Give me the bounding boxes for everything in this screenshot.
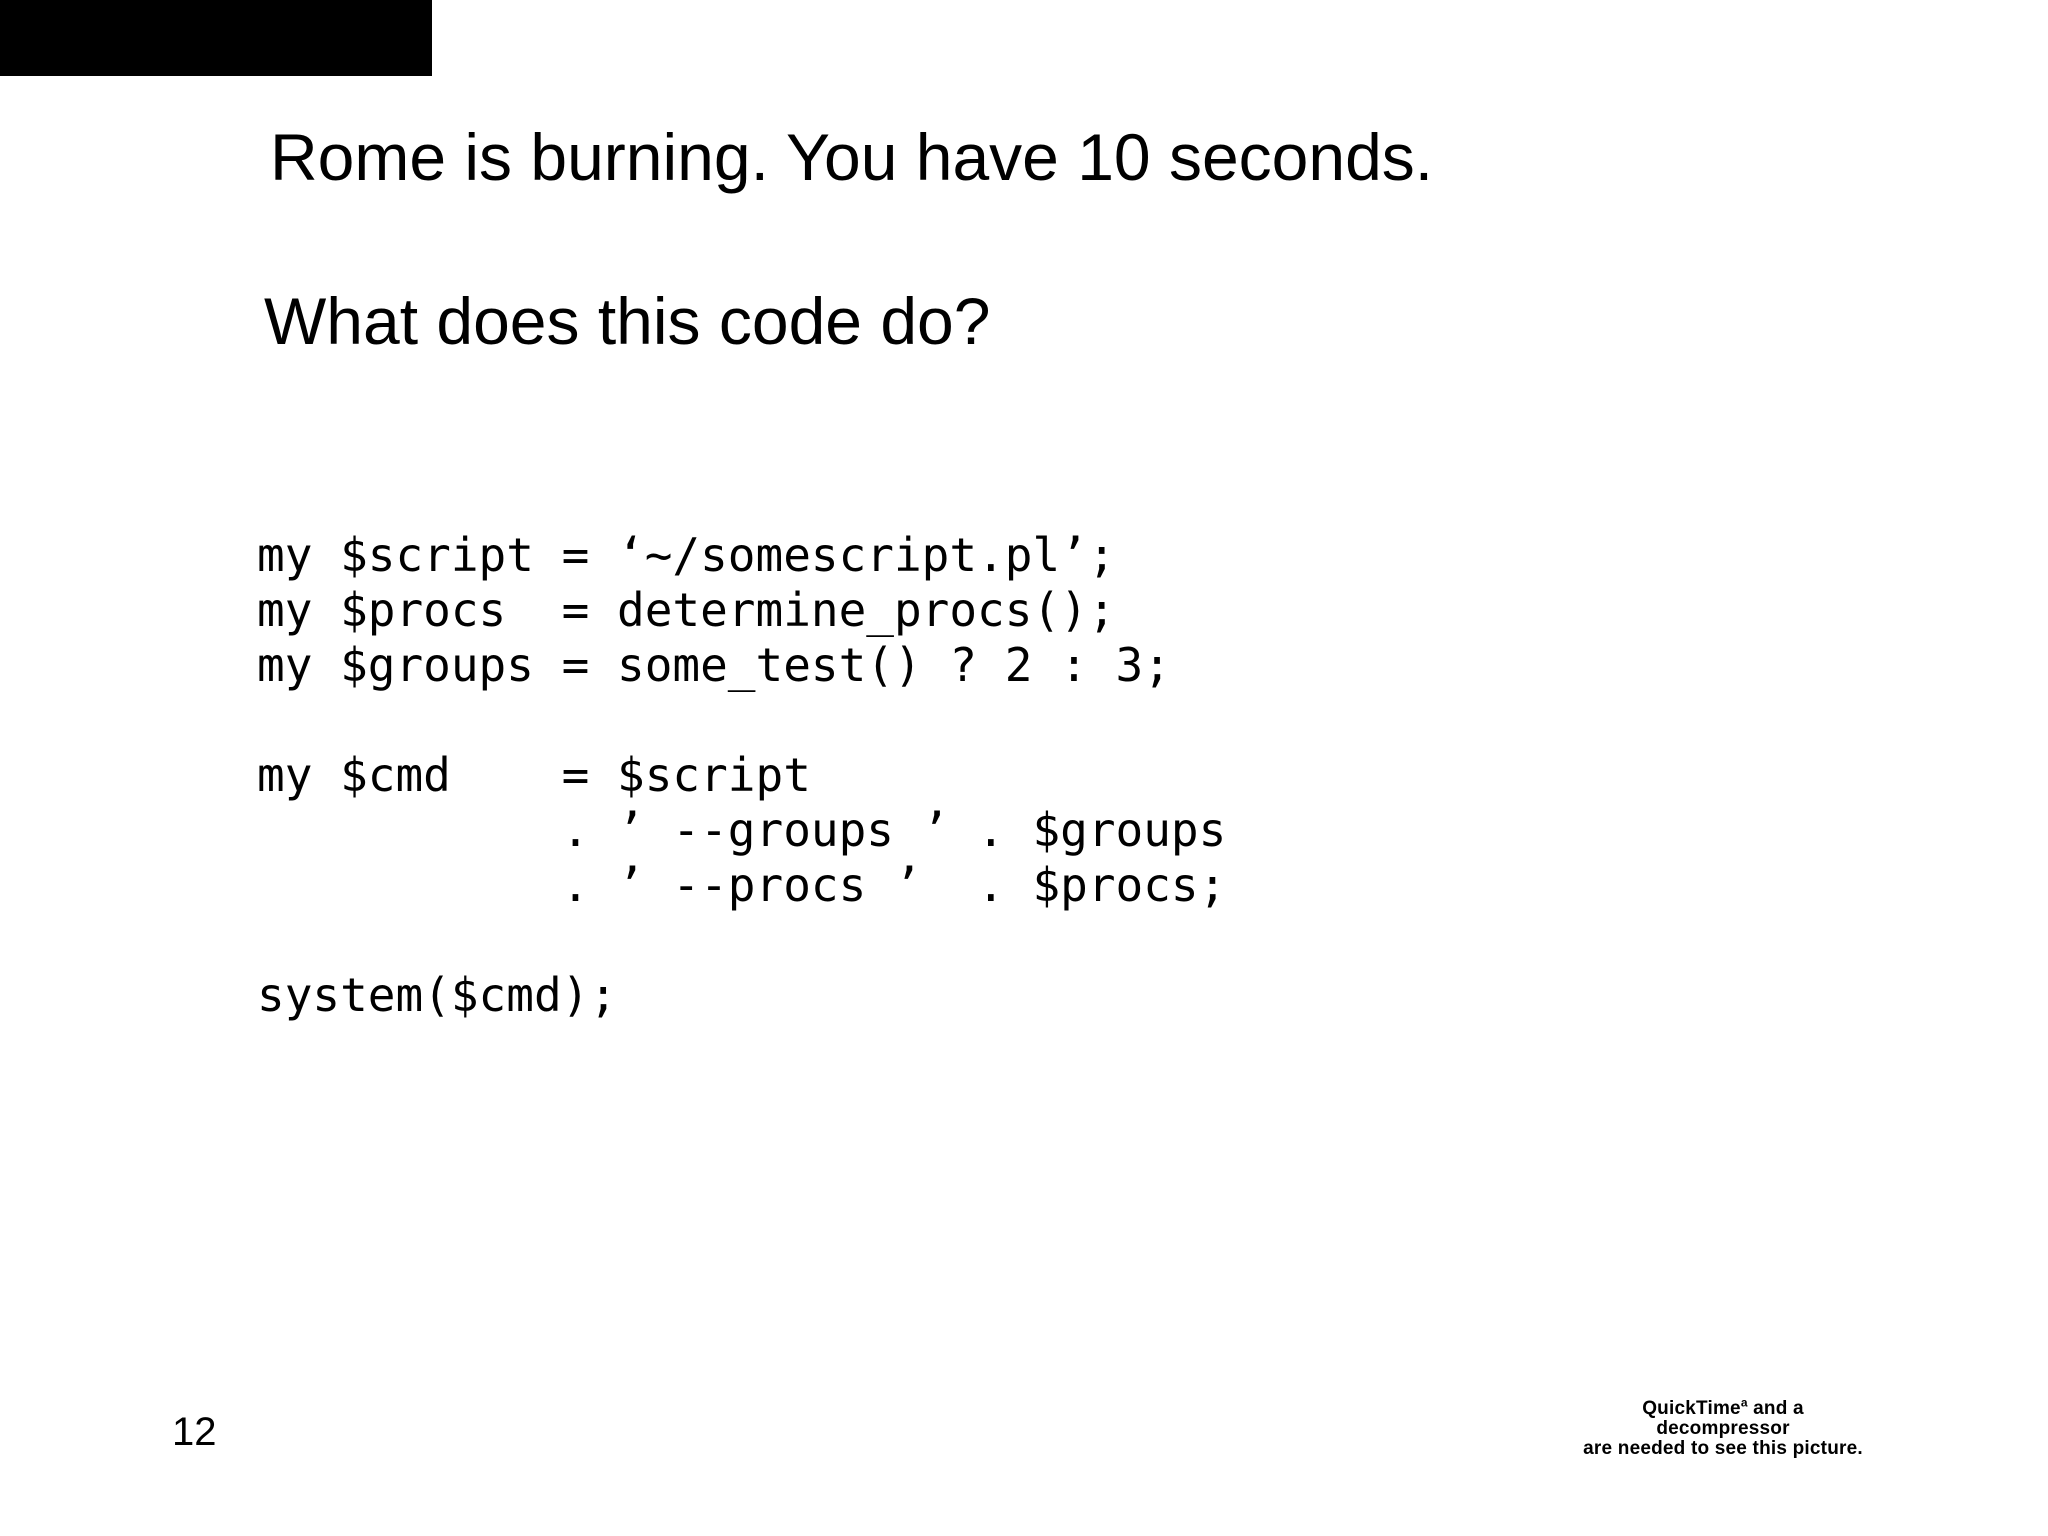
quicktime-line1-suffix: and a [1747, 1398, 1804, 1419]
quicktime-placeholder-notice: QuickTimea and a decompressor are needed… [1523, 1395, 1923, 1459]
missing-image-artifact [0, 0, 432, 76]
quicktime-superscript: a [1740, 1395, 1748, 1410]
quicktime-notice-line2: decompressor [1656, 1418, 1790, 1439]
slide-title: Rome is burning. You have 10 seconds. [270, 120, 1434, 194]
slide-subtitle: What does this code do? [264, 284, 991, 358]
code-block: my $script = ‘~/somescript.pl’; my $proc… [257, 528, 1227, 1022]
quicktime-notice-line1: QuickTimea and a [1523, 1395, 1923, 1419]
quicktime-notice-line3: are needed to see this picture. [1583, 1438, 1863, 1459]
quicktime-brand: QuickTime [1642, 1398, 1741, 1419]
page-number: 12 [172, 1410, 217, 1454]
